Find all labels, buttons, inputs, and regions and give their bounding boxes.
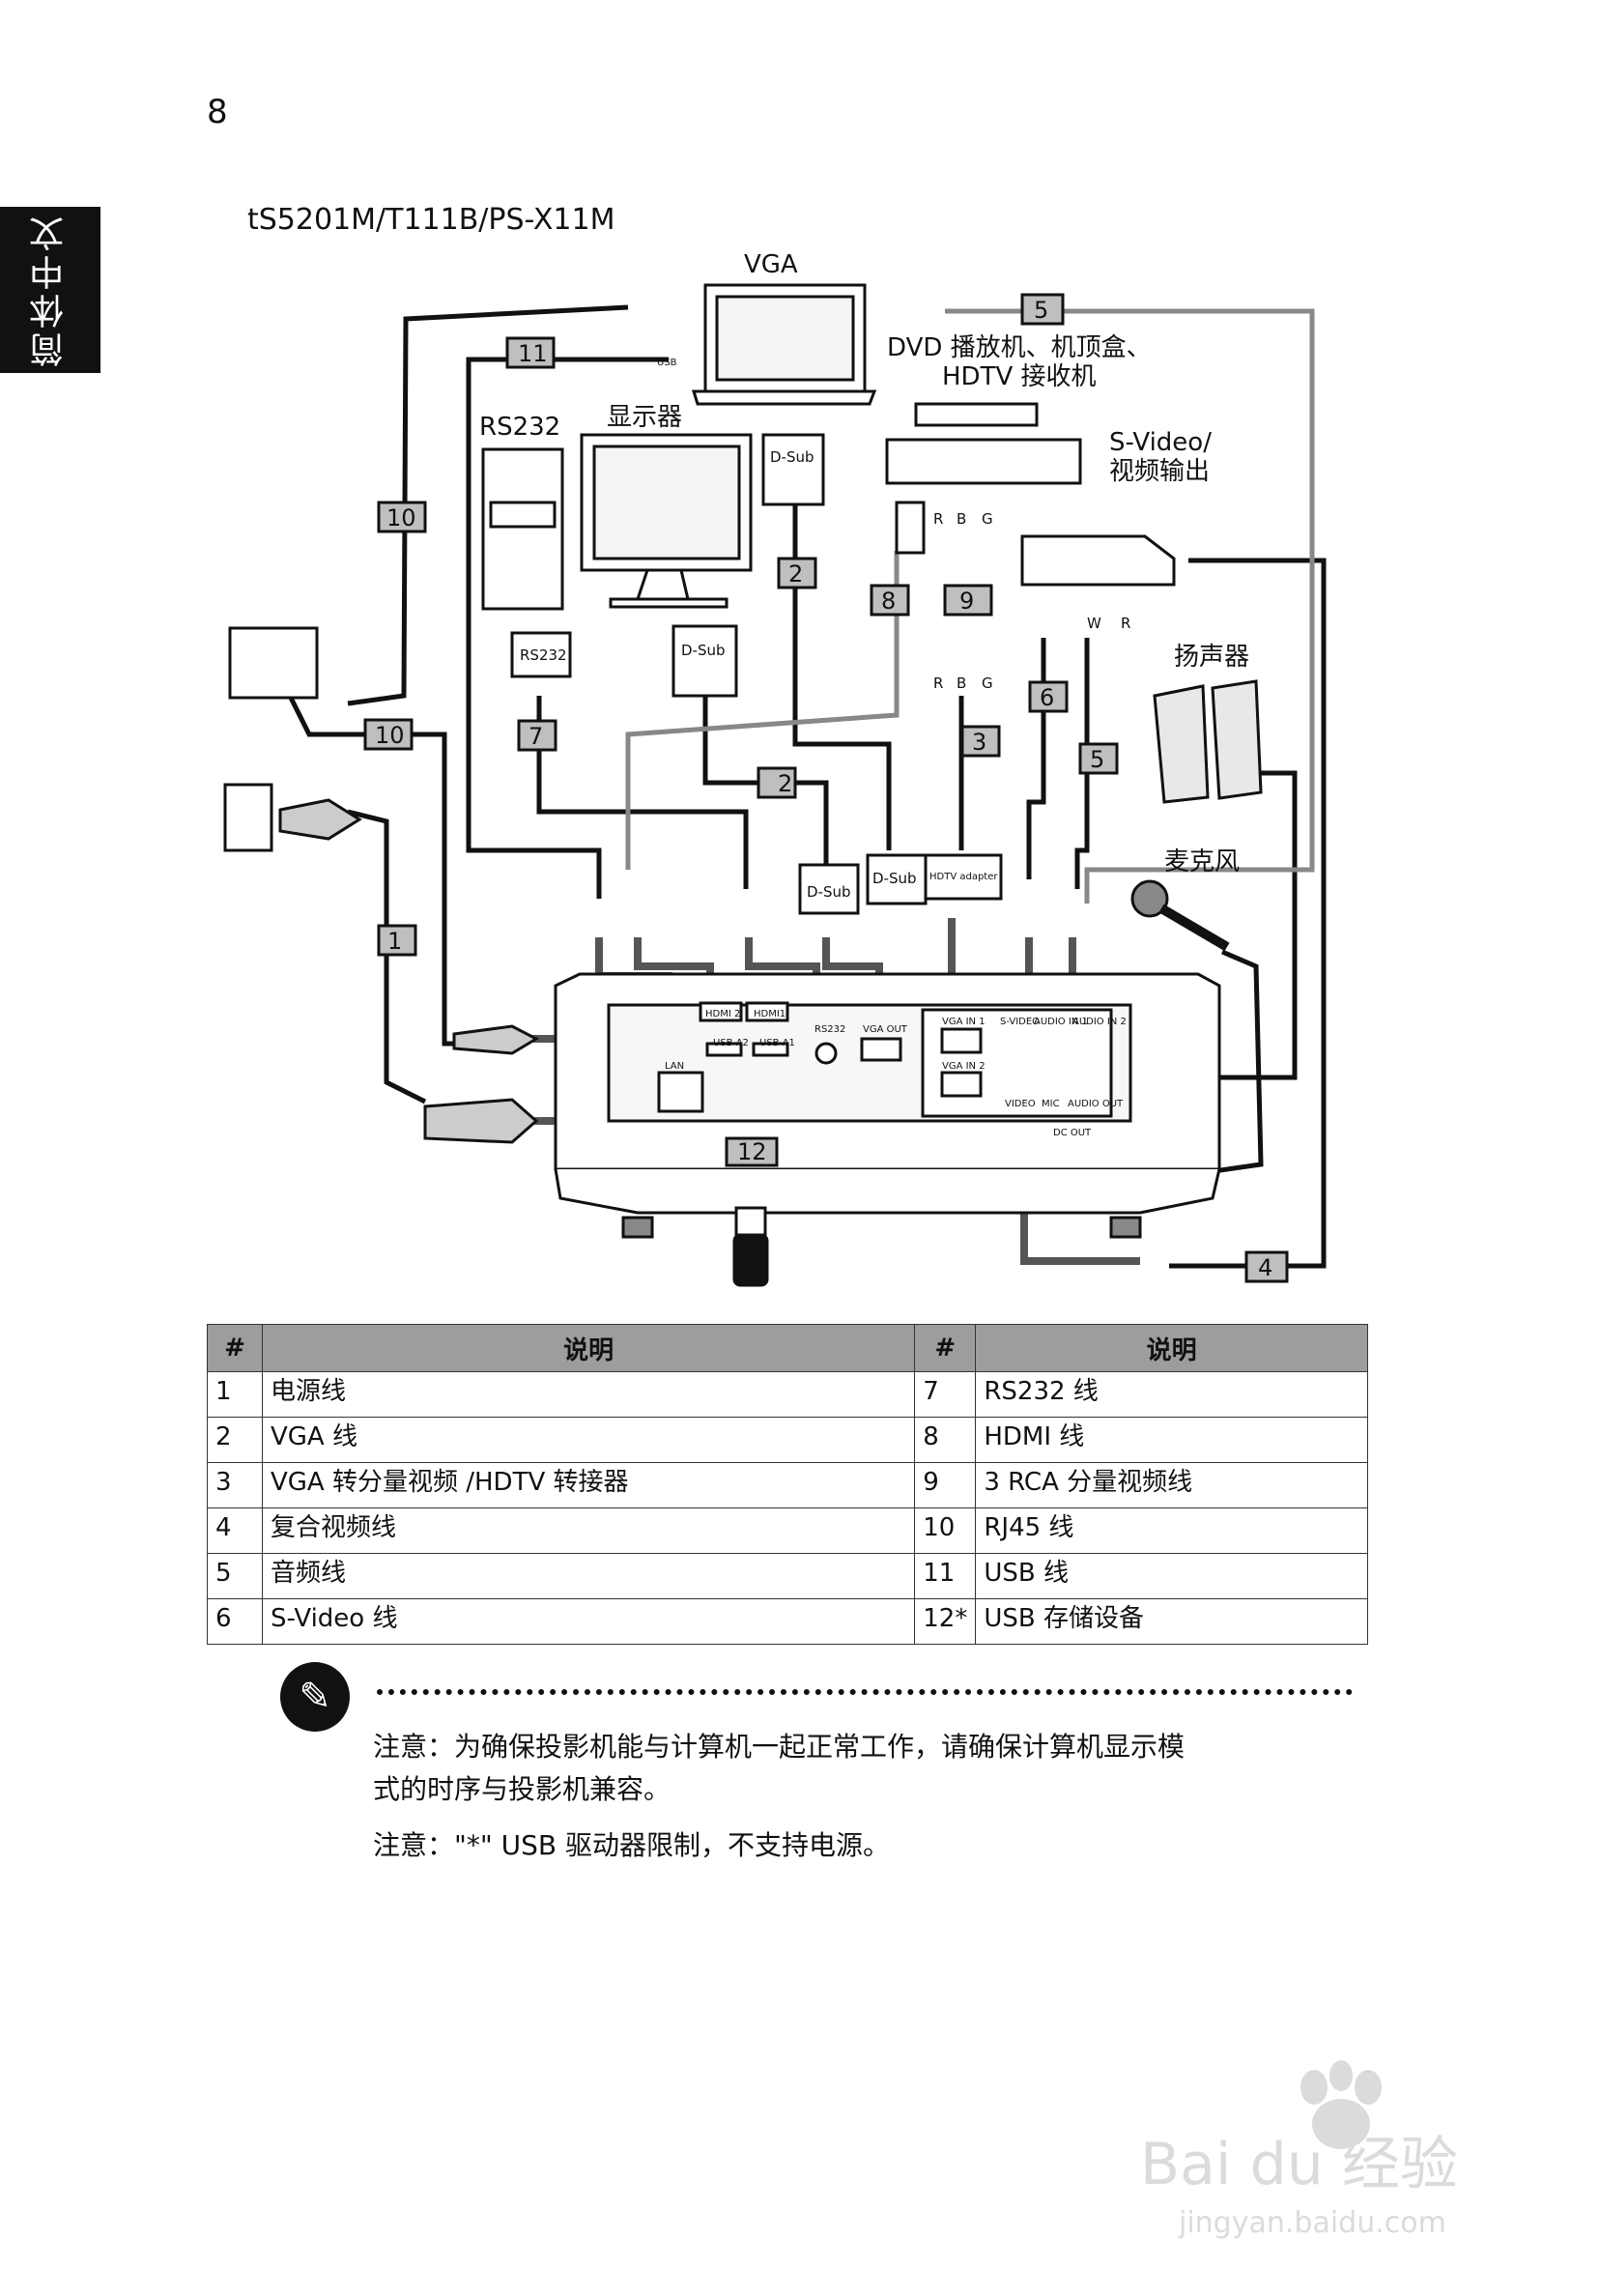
port-hdmi1: HDMI1 [754,1009,786,1019]
port-svideo: S-VIDEO [1000,1017,1040,1027]
port-vga-out: VGA OUT [863,1024,908,1035]
cable-number-7: 7 [529,723,543,750]
note-line-2: 式的时序与投影机兼容。 [373,1773,671,1805]
label-rca-r-audio: R [1121,615,1130,632]
connection-diagram: 1 2 2 3 4 5 5 6 7 8 9 10 10 11 12 VGA DV… [223,250,1327,1287]
label-rs232: RS232 [479,413,560,442]
header-description: 说明 [261,1324,916,1372]
port-lan: LAN [665,1061,684,1072]
watermark-brand: Bai du 经验 [1140,2131,1458,2198]
port-usb-a1: USB A1 [759,1038,795,1048]
port-usb-a2: USB A2 [713,1038,749,1048]
cable-number-8: 8 [881,588,896,615]
port-video: VIDEO [1005,1099,1036,1109]
cable-number-1: 1 [387,928,402,955]
model-title: tS5201M/T111B/PS-X11M [247,203,615,237]
label-dsub-projector: D-Sub [807,883,851,901]
label-monitor: 显示器 [607,403,682,432]
cable-number-2b: 2 [778,770,792,797]
label-dsub-monitor: D-Sub [681,642,726,659]
cable-number-5b: 5 [1090,746,1104,773]
note-pen-icon: ✎ [280,1662,350,1732]
port-hdmi2: HDMI 2 [705,1009,740,1019]
cable-number-3: 3 [972,729,986,756]
note-line-1: 注意：为确保投影机能与计算机一起正常工作，请确保计算机显示模 [373,1731,1186,1763]
label-rca-b: B [957,510,966,528]
port-audio-in1: AUDIO IN 1 [1034,1017,1088,1027]
note-divider [377,1689,1353,1695]
cable-number-10a: 10 [386,504,416,531]
label-dsub-laptop: D-Sub [770,448,814,466]
label-dvd-line1: DVD 播放机、机顶盒、 [887,333,1152,362]
language-tab: 简体中文 [0,207,100,373]
table-header-row: # 说明 # 说明 [207,1324,1368,1372]
port-dc-out: DC OUT [1053,1128,1092,1138]
port-audio-in2: AUDIO IN 2 [1072,1017,1127,1027]
page-number: 8 [207,93,228,131]
port-vga-in1: VGA IN 1 [942,1017,986,1027]
label-rca-g: G [982,510,993,528]
label-microphone: 麦克风 [1164,847,1240,876]
header-number: # [914,1324,977,1372]
label-rca-g-2: G [982,674,993,692]
label-rca-w: W [1087,615,1101,632]
watermark-url: jingyan.baidu.com [1178,2206,1446,2240]
cable-number-6: 6 [1040,684,1054,711]
cable-number-9: 9 [959,588,974,615]
label-rs232-connector: RS232 [520,646,567,664]
label-rca-b-2: B [957,674,966,692]
label-rca-r-2: R [933,674,943,692]
label-hdtv-adapter: HDTV adapter [929,872,998,882]
label-vga: VGA [744,250,798,279]
header-number: # [207,1324,263,1372]
label-dvd-line2: HDTV 接收机 [942,362,1097,391]
label-usb: USB [657,358,677,368]
label-rca-r: R [933,510,943,528]
label-dsub-projector-2: D-Sub [872,870,917,887]
label-svideo-line2: 视频输出 [1109,457,1210,486]
cable-number-12: 12 [737,1138,767,1165]
cable-number-11: 11 [518,340,548,367]
cable-number-2a: 2 [788,560,803,588]
port-rs232: RS232 [814,1024,845,1035]
port-vga-in2: VGA IN 2 [942,1061,986,1072]
header-description: 说明 [975,1324,1368,1372]
baidu-watermark: Bai du 经验 jingyan.baidu.com [1140,2060,1458,2240]
cable-number-10b: 10 [375,722,405,749]
port-mic: MIC [1042,1099,1060,1109]
note-line-3: 注意："*" USB 驱动器限制，不支持电源。 [373,1829,891,1861]
label-speaker: 扬声器 [1174,643,1249,672]
label-svideo-line1: S-Video/ [1109,428,1212,457]
cable-number-5a: 5 [1034,297,1048,324]
cable-number-4: 4 [1258,1254,1272,1281]
port-audio-out: AUDIO OUT [1068,1099,1124,1109]
